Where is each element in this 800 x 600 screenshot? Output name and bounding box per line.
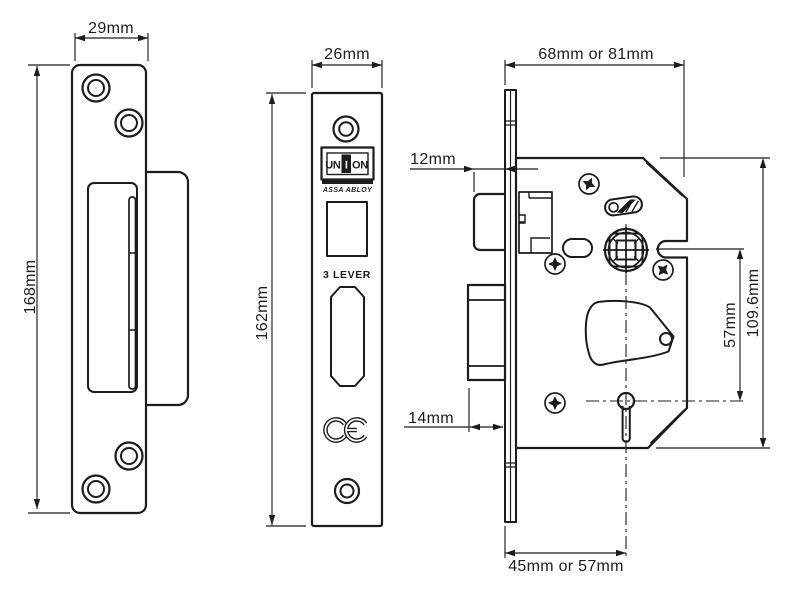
dim-latch-projection: 12mm: [410, 151, 538, 192]
spindle-to-keyhole-label: 57mm: [722, 302, 739, 348]
dim-faceplate-width: 26mm: [311, 46, 383, 88]
strike-cutout: [87, 182, 138, 393]
screw-hole-icon: [81, 474, 111, 504]
deadbolt: [466, 283, 507, 382]
faceplate-width-label: 26mm: [324, 46, 370, 63]
dim-case-depth: 68mm or 81mm: [504, 46, 685, 177]
lock-body-view: 68mm or 81mm 12mm 14mm 57mm: [404, 46, 770, 575]
case-depth-label: 68mm or 81mm: [538, 46, 654, 63]
faceplate-outline: [310, 91, 384, 528]
faceplate-height-label: 162mm: [254, 286, 271, 341]
lever-count-label: 3 LEVER: [323, 269, 371, 281]
screw-hole-icon: [81, 73, 111, 103]
screw-icon: [578, 173, 600, 195]
screw-hole-icon: [114, 441, 144, 471]
case-height-label: 109.6mm: [745, 269, 762, 338]
strike-width-label: 29mm: [88, 20, 134, 37]
strike-lip: [128, 196, 137, 390]
strike-height-label: 168mm: [22, 260, 39, 315]
latch-projection-label: 12mm: [410, 151, 456, 168]
keep-box: [144, 170, 190, 407]
latch-mechanism: [518, 191, 553, 254]
case-chamfer-lines: [645, 161, 685, 445]
deadbolt-throw-label: 14mm: [408, 410, 454, 427]
dim-backset: 45mm or 57mm: [504, 526, 626, 575]
lever-pack: [584, 299, 675, 366]
dim-faceplate-height: 162mm: [254, 92, 306, 527]
dim-strike-width: 29mm: [74, 20, 149, 61]
forend-strip: [504, 89, 517, 523]
brand-sub-label: ASSA ABLOY: [322, 187, 373, 194]
brand-part-left: UN: [325, 160, 341, 172]
screw-icon: [544, 392, 566, 414]
oval-slot: [562, 238, 593, 258]
brand-underline: [322, 180, 373, 184]
lock-case-outline: [514, 156, 689, 450]
brand-part-right: ON: [352, 160, 368, 172]
dim-strike-height: 168mm: [22, 64, 70, 514]
ce-mark-icon: CE: [323, 417, 368, 443]
dim-case-height: 109.6mm: [656, 157, 770, 449]
screw-hole-icon: [114, 108, 144, 138]
lever-pivot: [659, 332, 673, 346]
brand-logo: UN I ON ASSA ABLOY: [320, 146, 375, 194]
screw-hole-icon: [333, 477, 361, 505]
screw-icon: [544, 253, 566, 275]
latch-cutout: [326, 201, 368, 257]
strike-lip-joints: [129, 252, 136, 331]
faceplate-view: UN I ON ASSA ABLOY 3 LEVER CE 26mm: [254, 46, 384, 528]
dim-spindle-to-keyhole: 57mm: [656, 248, 744, 401]
latch-bolt: [472, 192, 507, 252]
screw-icon: [652, 259, 674, 281]
brand-logo-tile: [341, 154, 351, 173]
deadbolt-cutout: [330, 286, 365, 387]
backset-label: 45mm or 57mm: [508, 558, 624, 575]
strike-plate-view: 29mm 168mm: [22, 20, 190, 515]
screw-hole-icon: [332, 115, 360, 143]
snib-slot: [604, 195, 643, 217]
dim-deadbolt-throw: 14mm: [404, 388, 503, 432]
brand-part-mid: I: [345, 160, 348, 172]
strike-plate-outline: [70, 63, 148, 515]
